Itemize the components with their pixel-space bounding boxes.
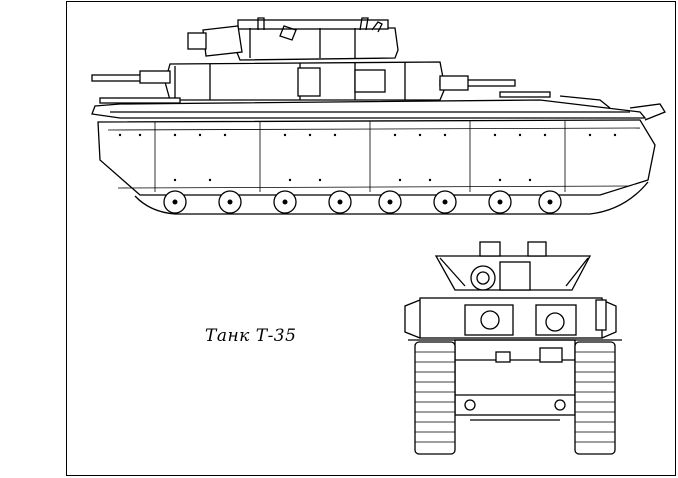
hull-skirts: [97, 119, 656, 196]
side-track: [134, 181, 649, 215]
upper-hull: [91, 61, 551, 104]
rivets: [118, 133, 617, 182]
front-main-turret: [434, 241, 592, 291]
caption: Танк Т-35: [205, 326, 297, 346]
road-wheels: [163, 190, 562, 214]
main-turret: [187, 17, 399, 61]
front-lower-hull: [454, 339, 576, 421]
side-view: [91, 17, 666, 215]
front-tracks: [408, 339, 622, 455]
front-view: [404, 241, 622, 455]
drawing-frame: [66, 1, 676, 476]
front-upper-hull: [404, 297, 617, 339]
fenders: [91, 95, 666, 121]
